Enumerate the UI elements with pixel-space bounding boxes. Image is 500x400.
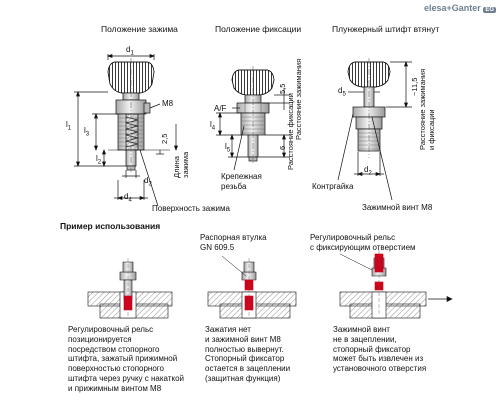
example-1-drawing	[87, 258, 173, 319]
dim-d2: d2	[364, 165, 372, 177]
label-rail-hole: Регулировочный рельс с фиксирующим отвер…	[310, 233, 416, 252]
label-clamp-distance-2: Расстояние зажимания и фиксации	[418, 68, 437, 150]
dim-d2-sub: 2	[368, 170, 372, 177]
dim-l1-letter: l	[66, 120, 68, 129]
dim-l5-sub: 5	[226, 147, 231, 154]
view-plunger-retracted	[337, 58, 412, 201]
dim-d5-letter: d	[338, 86, 343, 95]
example-3-description: Зажимной винт не в зацеплении, стопорный…	[333, 325, 427, 373]
dim-l5-letter: l	[225, 142, 227, 151]
dim-d3-letter: d	[144, 176, 149, 185]
label-locknut: Контргайка	[312, 182, 354, 191]
title-plunger-retracted: Плунжерный штифт втянут	[332, 24, 440, 34]
label-clamp-screw: Зажимной винт M8	[362, 203, 433, 212]
dim-l3-sub: 3	[85, 131, 90, 138]
label-m8: M8	[162, 99, 174, 108]
dim-d4: d4	[124, 192, 132, 204]
dim-l2-letter: l	[96, 154, 98, 163]
dim-d3-sub: 3	[148, 181, 152, 188]
dim-l2-sub: 2	[97, 159, 102, 166]
label-af: A/F	[214, 104, 227, 113]
dim-l1: l1	[66, 120, 71, 132]
label-clamp-length: Длина зажима	[172, 151, 191, 178]
label-spacer: Распорная втулка GN 609.5	[200, 233, 267, 252]
example-title: Пример использования	[60, 221, 161, 231]
label-clamp-distance-1: Расстояние зажимания	[294, 58, 303, 140]
view-clamp-position	[74, 53, 179, 207]
title-locking-position: Положение фиксации	[215, 24, 302, 34]
label-clamp-surface: Поверхность зажима	[152, 204, 230, 213]
dim-d2-letter: d	[364, 165, 369, 174]
dim-l4-letter: l	[210, 120, 212, 129]
dim-l3-letter: l	[84, 126, 86, 135]
dim-l4: l4	[210, 120, 215, 132]
example-2-drawing	[207, 255, 297, 319]
example-1-description: Регулировочный рельс позиционируется пос…	[68, 325, 184, 393]
dim-d3: d3	[144, 176, 152, 188]
logo-text: elesa+Ganter	[424, 3, 481, 13]
example-2-description: Зажатия нет и зажимной винт M8 полностью…	[205, 325, 291, 383]
dim-d1-sub: 1	[130, 50, 134, 57]
title-clamp-position: Положение зажима	[101, 24, 178, 34]
dim-2-5: 2,5	[160, 133, 169, 144]
dim-d4-sub: 4	[128, 197, 132, 204]
brand-logo: elesa+Ganter EG	[424, 3, 496, 13]
label-mounting-thread: Крепежная резьба	[221, 172, 262, 191]
dim-l1-sub: 1	[67, 125, 72, 132]
logo-badge: EG	[483, 7, 496, 13]
view-locking-position	[216, 66, 290, 171]
example-3-drawing	[339, 250, 453, 319]
dim-d5: d5	[338, 86, 346, 98]
dim-d1-letter: d	[126, 45, 131, 54]
dim-l2: l2	[96, 154, 101, 166]
dim-l3: l3	[84, 126, 89, 138]
dim-l4-sub: 4	[211, 125, 216, 132]
dim-l5: l5	[225, 142, 230, 154]
dim-d1: d1	[126, 45, 134, 57]
dim-d5-sub: 5	[342, 91, 346, 98]
dim-d4-letter: d	[124, 192, 129, 201]
